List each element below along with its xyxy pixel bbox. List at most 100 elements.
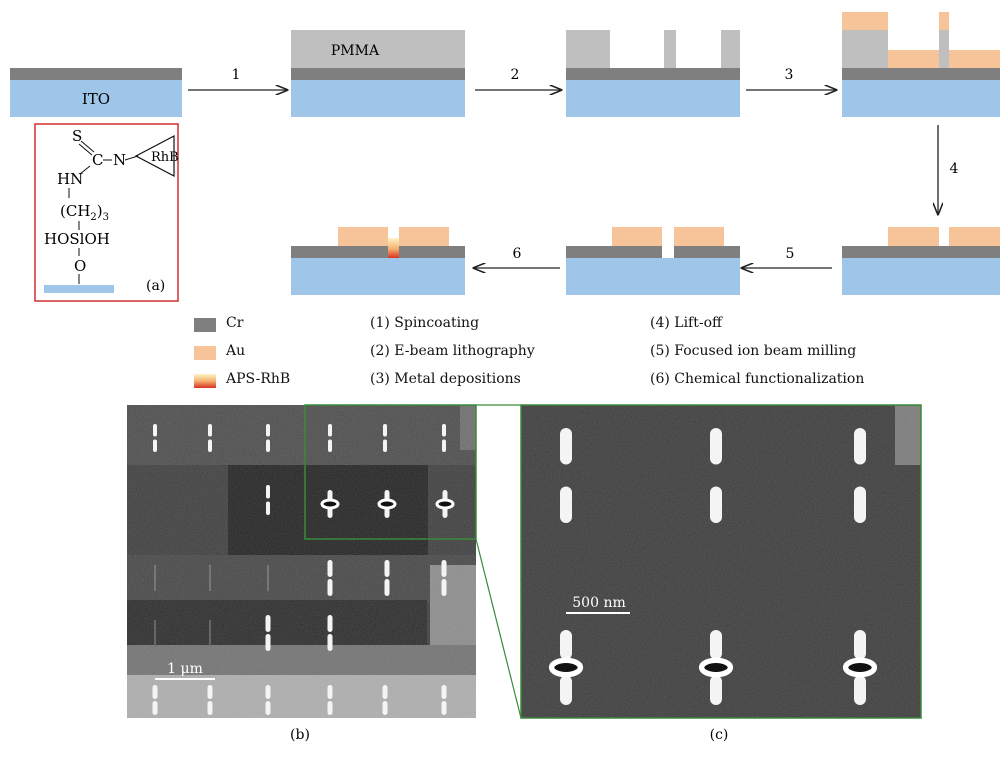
zoom-connector-bottom [475, 538, 522, 719]
nano-antenna-array-b [152, 424, 455, 715]
antenna-arm [441, 685, 447, 699]
pmma-block [939, 30, 949, 68]
antenna-arm [710, 675, 722, 705]
stage-3-metal-deposition [842, 12, 1000, 117]
au-pad [338, 227, 388, 246]
antenna-arm [383, 439, 387, 452]
au-on-resist [842, 12, 888, 30]
milled-gap [320, 498, 340, 510]
step-number: 1 [232, 67, 241, 83]
scale-label-b: 1 μm [167, 661, 203, 677]
antenna-arm [153, 424, 157, 437]
milled-gap [435, 498, 455, 510]
panel-c-frame [520, 404, 922, 719]
ito-layer [10, 80, 182, 117]
antenna-arm [710, 486, 722, 523]
legend-aps-rhb-label: APS-RhB [226, 371, 291, 387]
step-number: 4 [950, 161, 959, 177]
antenna-arm [207, 685, 213, 699]
antenna-arm [854, 428, 866, 465]
molecule-structure: S C N RhB HN (CH2)3 HOSlOH O (a) [44, 127, 179, 294]
antenna-arm [327, 579, 333, 596]
aps-rhb-gap [388, 238, 399, 258]
antenna-arm [384, 579, 390, 596]
process-arrows [188, 90, 938, 268]
au-on-resist [939, 12, 949, 30]
step-number: 5 [786, 246, 795, 262]
cr-layer [566, 246, 662, 258]
stage-1-pmma: PMMA [291, 30, 465, 117]
au-pad [399, 227, 449, 246]
antenna-arm [382, 701, 388, 715]
antenna-arm [327, 634, 333, 651]
antenna-arm [265, 634, 271, 651]
antenna-arm [560, 428, 572, 465]
antenna-arm [327, 560, 333, 577]
ito-layer [566, 258, 740, 295]
molecule-frame [34, 123, 179, 302]
legend-step: (6) Chemical functionalization [650, 371, 865, 387]
antenna-arm [207, 701, 213, 715]
au-pad [674, 227, 724, 246]
au-pad [949, 227, 1000, 246]
antenna-arm [266, 485, 270, 499]
atom-o: O [74, 257, 86, 275]
antenna-arm [442, 424, 446, 437]
antenna-arm [265, 685, 271, 699]
antenna-arm [265, 701, 271, 715]
milled-gap [698, 657, 734, 678]
stage-4-lift-off [842, 227, 1000, 295]
antenna-arm [327, 615, 333, 632]
panel-label-b: (b) [290, 727, 310, 743]
antenna-arm [710, 428, 722, 465]
antenna-arm [208, 424, 212, 437]
antenna-arm [267, 565, 269, 591]
cr-layer [291, 246, 465, 258]
antenna-arm [854, 675, 866, 705]
pmma-block [664, 30, 676, 68]
antenna-arm [153, 439, 157, 452]
ito-layer [842, 258, 1000, 295]
antenna-arm [209, 620, 211, 646]
antenna-arm [710, 630, 722, 660]
panel-label-a: (a) [146, 278, 165, 294]
alkyl-chain: (CH2)3 [60, 202, 109, 223]
antenna-arm [854, 630, 866, 660]
zoom-region-box [304, 404, 477, 540]
antenna-arm [266, 439, 270, 452]
antenna-arm [327, 701, 333, 715]
step-numbers: 1 2 3 4 5 6 [232, 67, 959, 262]
aps-rhb-swatch [194, 374, 216, 388]
ito-layer [566, 80, 740, 117]
pmma-layer [291, 30, 465, 68]
step-number: 2 [511, 67, 520, 83]
legend-step: (5) Focused ion beam milling [650, 343, 857, 359]
cr-layer [842, 68, 1000, 80]
antenna-arm [152, 701, 158, 715]
pmma-block [842, 30, 888, 68]
antenna-arm [560, 486, 572, 523]
atom-hn: HN [57, 170, 83, 188]
legend-step: (3) Metal depositions [370, 371, 521, 387]
ito-layer [291, 258, 465, 295]
surface-bar [44, 285, 114, 293]
nano-antenna-array-c [548, 428, 878, 705]
legend-step: (1) Spincoating [370, 315, 480, 331]
milled-gap [842, 657, 878, 678]
atom-n: N [113, 151, 126, 169]
legend-cr-label: Cr [226, 315, 244, 331]
antenna-arm [209, 565, 211, 591]
legend-step: (2) E-beam lithography [370, 343, 535, 359]
au-pad [949, 50, 1000, 68]
antenna-arm [154, 565, 156, 591]
cr-layer [674, 246, 740, 258]
antenna-arm [265, 615, 271, 632]
antenna-arm [327, 685, 333, 699]
stage-6-functionalized [291, 227, 465, 295]
milled-gap [377, 498, 397, 510]
molecule-panel: S C N RhB HN (CH2)3 HOSlOH O (a) [34, 123, 179, 302]
legend-step: (4) Lift-off [650, 315, 722, 331]
cr-layer [291, 68, 465, 80]
step-number: 3 [785, 67, 794, 83]
